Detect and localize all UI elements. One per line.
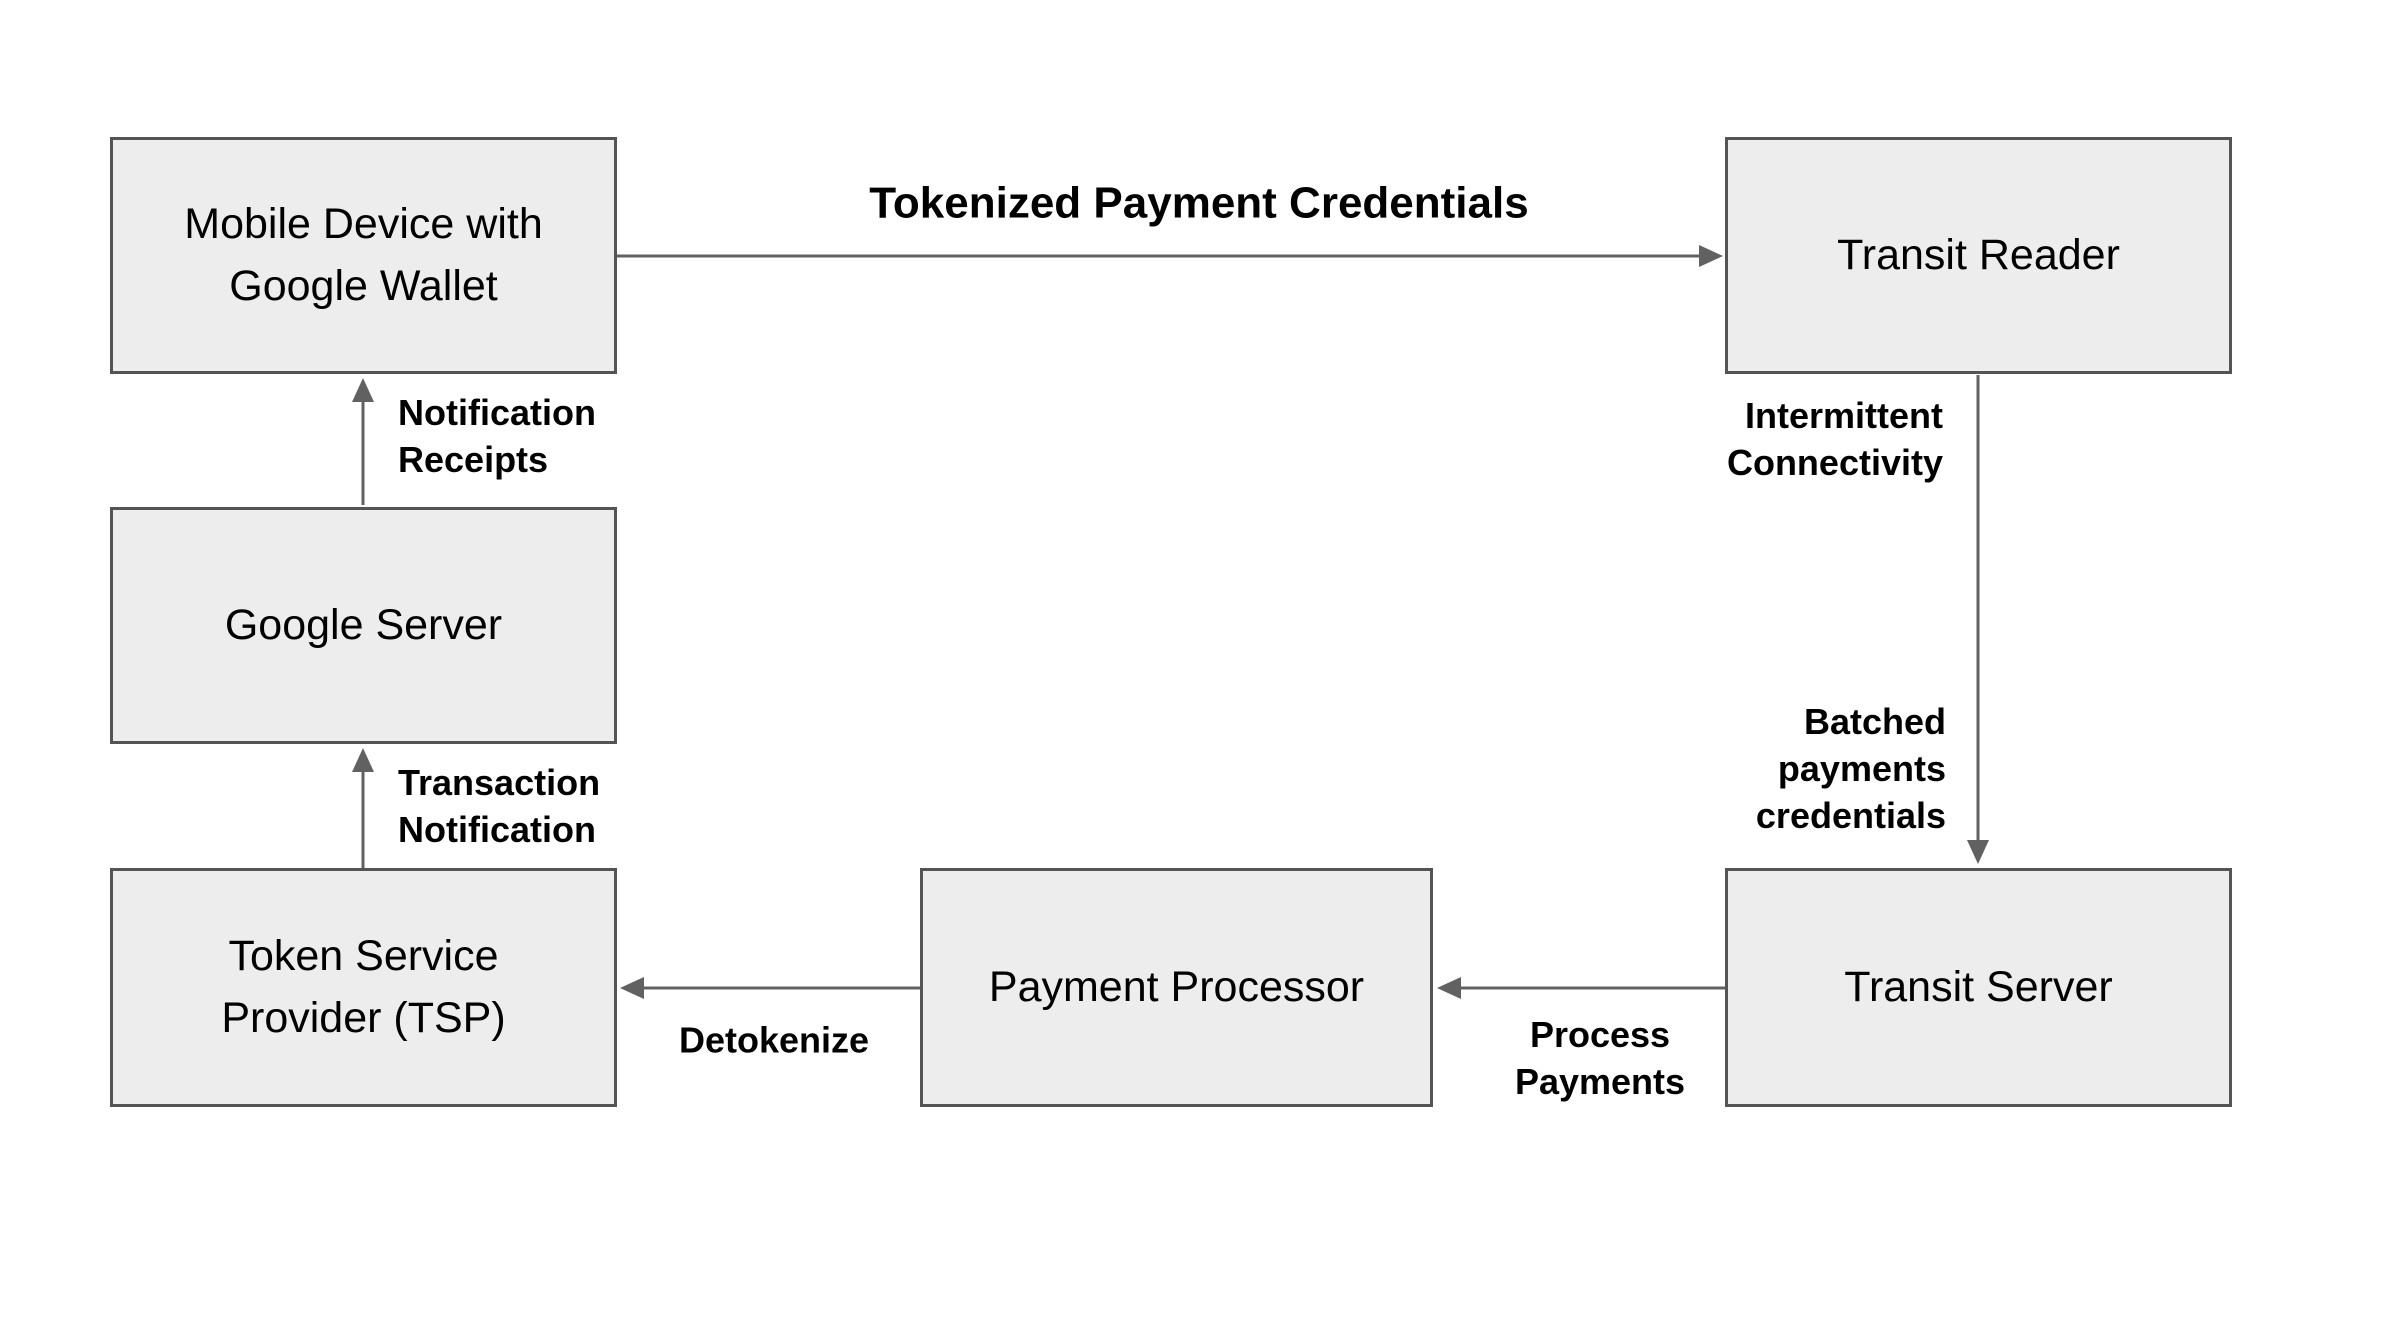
edge-label-process-payments: Process Payments [1514,1014,1686,1102]
node-label: Google Server [224,600,503,649]
node-payment-processor: Payment Processor [920,868,1433,1107]
node-mobile-device-google-wallet: Mobile Device with Google Wallet [110,137,617,374]
node-google-server: Google Server [110,507,617,744]
node-token-service-provider: Token Service Provider (TSP) [110,868,617,1107]
node-label: Transit Server [1844,962,2113,1011]
node-label: Transit Reader [1837,230,2120,279]
edge-label-tokenized-payment-credentials: Tokenized Payment Credentials [869,178,1529,228]
node-transit-server: Transit Server [1725,868,2232,1107]
edge-label-notification-receipts: Notification Receipts [398,392,596,480]
edge-label-intermittent-connectivity: Intermittent Connectivity [1726,395,1943,483]
node-transit-reader: Transit Reader [1725,137,2232,374]
node-label: Payment Processor [988,962,1365,1011]
edge-label-transaction-notification: Transaction Notification [398,762,601,850]
edge-label-batched-payments-credentials: Batched payments credentials [1755,700,1946,836]
edge-label-detokenize: Detokenize [678,1019,870,1061]
node-label: Token Service Provider (TSP) [221,932,506,1042]
node-label: Mobile Device with Google Wallet [184,200,543,310]
